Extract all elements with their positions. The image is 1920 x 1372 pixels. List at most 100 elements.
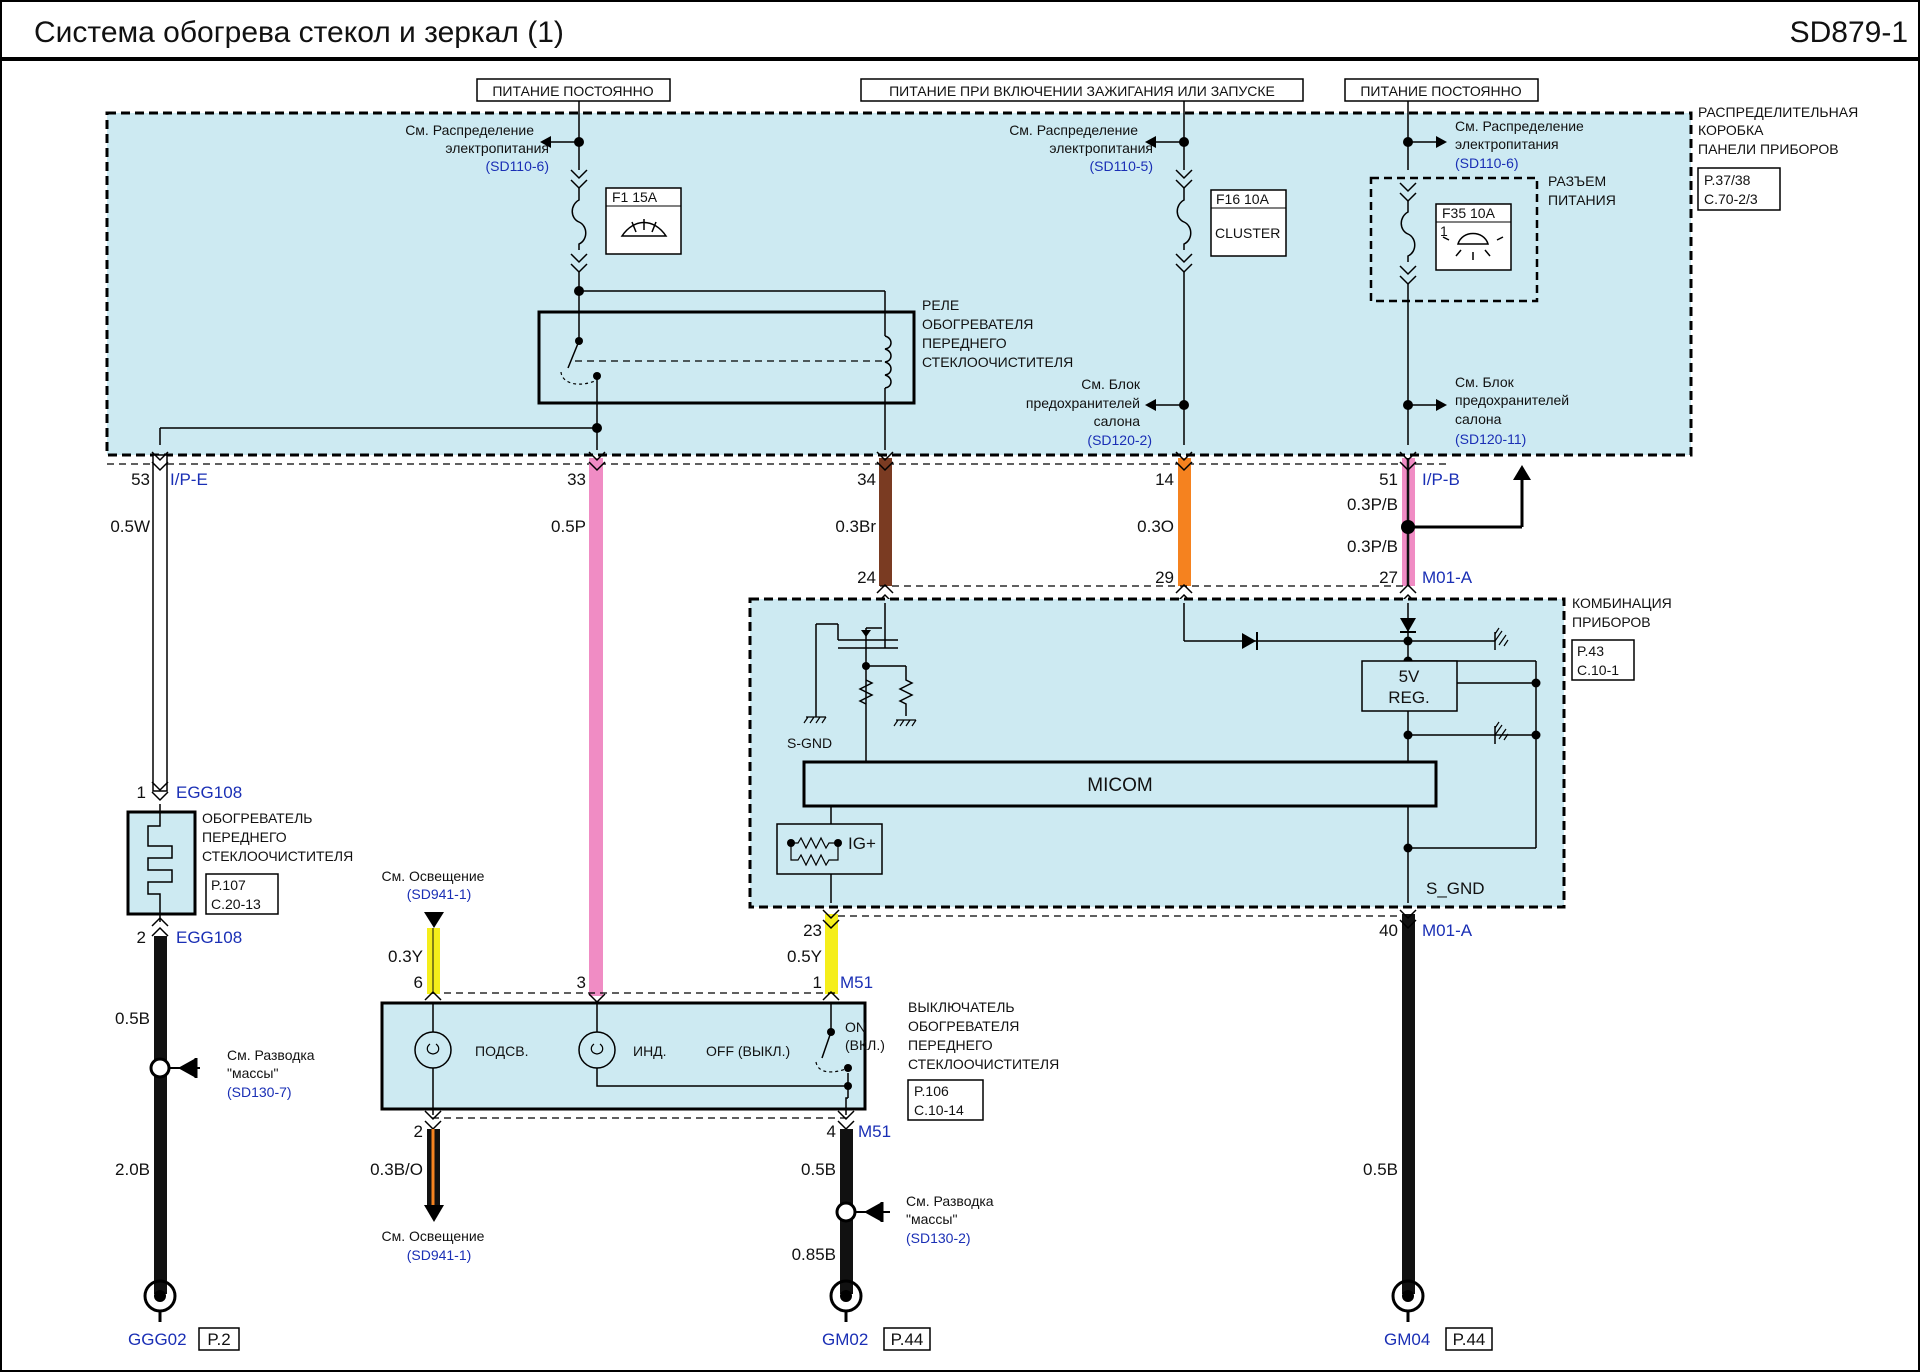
svg-text:ИНД.: ИНД. [633,1043,667,1059]
svg-text:ПРИБОРОВ: ПРИБОРОВ [1572,614,1651,630]
wire-0.5W: 0.5W [110,451,169,802]
svg-text:предохранителей: предохранителей [1455,392,1569,408]
svg-text:2: 2 [414,1122,423,1141]
wire-0.3B/O: 0.3B/O См. Освещение (SD941-1) [370,1110,485,1263]
svg-text:4: 4 [827,1122,836,1141]
connector-ipe-labels: 53 I/P-E 33 34 14 51 I/P-B [131,470,1460,489]
svg-text:КОРОБКА: КОРОБКА [1698,122,1764,138]
svg-text:ОБОГРЕВАТЕЛЯ: ОБОГРЕВАТЕЛЯ [908,1018,1019,1034]
svg-text:P.44: P.44 [1453,1330,1486,1349]
svg-text:1: 1 [1440,223,1448,239]
cluster-label: КОМБИНАЦИЯ ПРИБОРОВ P.43 C.10-1 [1571,595,1672,681]
svg-text:I/P-B: I/P-B [1422,470,1460,489]
svg-text:P.2: P.2 [207,1330,230,1349]
lighting-ref-top: См. Освещение (SD941-1) 0.3Y [382,868,485,1001]
svg-text:1: 1 [813,973,822,992]
svg-text:C.10-14: C.10-14 [914,1102,964,1118]
front-wiper-heater: 1 EGG108 ОБОГРЕВАТЕЛЬ ПЕРЕДНЕГО СТЕКЛООЧ… [126,783,353,947]
svg-text:6: 6 [414,973,423,992]
svg-text:ОБОГРЕВАТЕЛЯ: ОБОГРЕВАТЕЛЯ [922,316,1033,332]
svg-text:IG+: IG+ [848,834,876,853]
svg-text:P.106: P.106 [914,1083,949,1099]
wire-0.3P/B: 0.3P/B 0.3P/B 27 M01-A [1347,451,1531,604]
svg-text:РАСПРЕДЕЛИТЕЛЬНАЯ: РАСПРЕДЕЛИТЕЛЬНАЯ [1698,104,1858,120]
svg-text:(ВКЛ.): (ВКЛ.) [845,1037,885,1053]
svg-text:ВЫКЛЮЧАТЕЛЬ: ВЫКЛЮЧАТЕЛЬ [908,999,1015,1015]
cluster-diode [1183,603,1408,650]
svg-text:электропитания: электропитания [1049,140,1153,156]
fuse-f1-column: См. Распределение электропитания (SD110-… [405,101,682,291]
page-title: Система обогрева стекол и зеркал (1) [34,16,564,49]
connector-m01a-bottom-labels: 23 40 M01-A [803,921,1473,940]
svg-text:0.5B: 0.5B [1363,1160,1398,1179]
fuse-f16-column: См. Распределение электропитания (SD110-… [1009,101,1287,448]
svg-text:REG.: REG. [1388,688,1430,707]
svg-text:См. Блок: См. Блок [1081,376,1141,392]
svg-text:24: 24 [857,568,876,587]
svg-text:P.107: P.107 [211,877,246,893]
svg-text:EGG108: EGG108 [176,928,242,947]
connector-m51-bottom-labels: 2 4 M51 [414,1122,892,1141]
svg-text:33: 33 [567,470,586,489]
svg-text:ПИТАНИЕ ПРИ ВКЛЮЧЕНИИ ЗАЖИГАНИ: ПИТАНИЕ ПРИ ВКЛЮЧЕНИИ ЗАЖИГАНИЯ ИЛИ ЗАПУ… [889,83,1275,99]
wire-0.3Br: 0.3Br 24 [835,451,894,604]
svg-text:(SD941-1): (SD941-1) [407,886,472,902]
svg-text:23: 23 [803,921,822,940]
svg-text:См. Освещение: См. Освещение [382,868,485,884]
svg-text:0.3O: 0.3O [1137,517,1174,536]
svg-text:ПЕРЕДНЕГО: ПЕРЕДНЕГО [908,1037,993,1053]
cluster-micom: MICOM [802,760,1438,808]
svg-text:40: 40 [1379,921,1398,940]
svg-text:P.43: P.43 [1577,643,1604,659]
svg-text:ПЕРЕДНЕГО: ПЕРЕДНЕГО [922,335,1007,351]
relay-front-wiper-heater: РЕЛЕ ОБОГРЕВАТЕЛЯ ПЕРЕДНЕГО СТЕКЛООЧИСТИ… [537,286,1073,450]
svg-text:(SD941-1): (SD941-1) [407,1247,472,1263]
svg-text:2: 2 [137,928,146,947]
svg-text:C.70-2/3: C.70-2/3 [1704,191,1758,207]
svg-text:предохранителей: предохранителей [1026,395,1140,411]
svg-text:S-GND: S-GND [787,735,832,751]
wire-0.5B-gm02: 0.5B 0.85B См. Разводка "массы" (SD130-2… [792,1110,994,1294]
front-wiper-heater-switch: ПОДСВ. ИНД. OFF (ВЫКЛ.) ON (ВКЛ.) ВЫКЛЮЧ… [380,999,1059,1121]
svg-text:M01-A: M01-A [1422,921,1473,940]
svg-text:F35 10A: F35 10A [1442,205,1496,221]
svg-text:ПОДСВ.: ПОДСВ. [475,1043,528,1059]
svg-text:27: 27 [1379,568,1398,587]
power-label-2: ПИТАНИЕ ПРИ ВКЛЮЧЕНИИ ЗАЖИГАНИЯ ИЛИ ЗАПУ… [860,78,1304,102]
svg-text:0.85B: 0.85B [792,1245,836,1264]
wire-0.5Y: 0.5Y [787,909,840,1001]
cluster-input-circuit: S-GND [787,603,917,762]
svg-text:CLUSTER: CLUSTER [1215,225,1280,241]
svg-text:0.5Y: 0.5Y [787,947,822,966]
svg-text:0.5P: 0.5P [551,517,586,536]
svg-text:См. Освещение: См. Освещение [382,1228,485,1244]
cluster-ig-input: IG+ [776,806,883,903]
svg-text:См. Блок: См. Блок [1455,374,1515,390]
svg-text:29: 29 [1155,568,1174,587]
page-code: SD879-1 [1790,16,1908,49]
svg-text:ПИТАНИЯ: ПИТАНИЯ [1548,192,1616,208]
svg-text:КОМБИНАЦИЯ: КОМБИНАЦИЯ [1572,595,1672,611]
svg-text:M51: M51 [840,973,873,992]
svg-text:См. Распределение: См. Распределение [405,122,534,138]
svg-text:(SD110-6): (SD110-6) [485,158,549,174]
svg-text:F1 15A: F1 15A [612,189,658,205]
svg-text:OFF (ВЫКЛ.): OFF (ВЫКЛ.) [706,1043,790,1059]
svg-text:P.44: P.44 [891,1330,924,1349]
svg-text:СТЕКЛООЧИСТИТЕЛЯ: СТЕКЛООЧИСТИТЕЛЯ [922,354,1073,370]
svg-text:GGG02: GGG02 [128,1330,187,1349]
junction-box-label: РАСПРЕДЕЛИТЕЛЬНАЯ КОРОБКА ПАНЕЛИ ПРИБОРО… [1697,104,1858,211]
svg-text:5V: 5V [1399,667,1420,686]
svg-text:0.3Y: 0.3Y [388,947,423,966]
svg-text:0.3P/B: 0.3P/B [1347,537,1398,556]
svg-text:0.3B/O: 0.3B/O [370,1160,423,1179]
svg-text:салона: салона [1455,411,1502,427]
svg-text:РАЗЪЕМ: РАЗЪЕМ [1548,173,1606,189]
power-label-3: ПИТАНИЕ ПОСТОЯННО [1344,78,1539,102]
svg-text:См. Распределение: См. Распределение [1009,122,1138,138]
svg-text:0.5B: 0.5B [115,1009,150,1028]
svg-text:салона: салона [1094,413,1141,429]
svg-text:(SD120-11): (SD120-11) [1455,431,1526,447]
svg-text:M01-A: M01-A [1422,568,1473,587]
